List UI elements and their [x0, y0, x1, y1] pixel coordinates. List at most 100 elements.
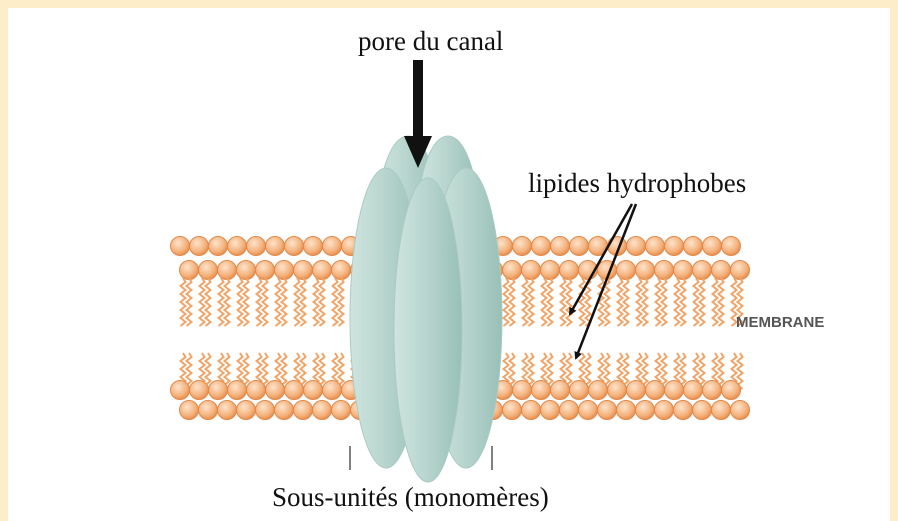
- lipid-tail: [200, 278, 205, 326]
- lipid-tail: [656, 278, 661, 326]
- lipid-head-top: [228, 237, 247, 256]
- lipid-head-top: [560, 261, 579, 280]
- lipid-tail: [339, 278, 344, 326]
- lipid-head-bottom: [513, 381, 532, 400]
- lipid-head-top: [665, 237, 684, 256]
- lipid-head-top: [323, 237, 342, 256]
- lipid-tail: [580, 278, 585, 326]
- lipid-head-top: [522, 261, 541, 280]
- lipid-tail: [561, 278, 566, 326]
- lipid-tail: [181, 278, 186, 326]
- lipid-head-top: [209, 237, 228, 256]
- lipid-tail: [624, 278, 629, 326]
- lipid-tail: [700, 278, 705, 326]
- lipid-head-top: [693, 261, 712, 280]
- lipid-tail: [219, 278, 224, 326]
- lipid-head-bottom: [256, 401, 275, 420]
- lipid-head-bottom: [703, 381, 722, 400]
- lipid-tail: [523, 278, 528, 326]
- lipid-head-top: [731, 261, 750, 280]
- lipid-head-top: [294, 261, 313, 280]
- lipid-head-top: [636, 261, 655, 280]
- subunits-label: Sous-unités (monomères): [272, 482, 549, 513]
- lipid-head-top: [684, 237, 703, 256]
- lipid-head-top: [332, 261, 351, 280]
- lipid-tail: [694, 278, 699, 326]
- lipid-head-bottom: [608, 381, 627, 400]
- lipid-head-bottom: [503, 401, 522, 420]
- lipid-tail: [675, 278, 680, 326]
- channel-protein: [350, 136, 502, 482]
- lipid-head-bottom: [323, 381, 342, 400]
- lipids-label: lipides hydrophobes: [528, 168, 746, 199]
- lipid-head-top: [513, 237, 532, 256]
- lipid-head-bottom: [218, 401, 237, 420]
- lipid-head-top: [275, 261, 294, 280]
- lipid-tail: [333, 278, 338, 326]
- lipid-head-bottom: [180, 401, 199, 420]
- lipid-head-bottom: [332, 401, 351, 420]
- lipid-tail: [662, 278, 667, 326]
- lipid-head-bottom: [627, 381, 646, 400]
- lipid-head-bottom: [209, 381, 228, 400]
- lipid-tail: [263, 278, 268, 326]
- lipid-head-bottom: [589, 381, 608, 400]
- lipid-head-bottom: [171, 381, 190, 400]
- lipid-head-top: [703, 237, 722, 256]
- lipid-head-top: [218, 261, 237, 280]
- lipid-tail: [504, 278, 509, 326]
- lipid-tail: [542, 278, 547, 326]
- lipid-tail: [295, 278, 300, 326]
- lipid-head-bottom: [228, 381, 247, 400]
- lipid-tail: [320, 278, 325, 326]
- lipid-tail: [599, 278, 604, 326]
- lipid-head-top: [190, 237, 209, 256]
- lipid-head-bottom: [532, 381, 551, 400]
- lipid-head-top: [237, 261, 256, 280]
- lipid-tail: [244, 278, 249, 326]
- lipid-head-top: [247, 237, 266, 256]
- lipid-tail: [276, 278, 281, 326]
- lipid-head-top: [532, 237, 551, 256]
- lipid-tail: [510, 278, 515, 326]
- lipid-head-bottom: [275, 401, 294, 420]
- lipid-tail: [637, 278, 642, 326]
- lipid-head-bottom: [560, 401, 579, 420]
- lipid-head-bottom: [541, 401, 560, 420]
- lipid-head-top: [617, 261, 636, 280]
- lipid-head-top: [199, 261, 218, 280]
- lipid-tail: [719, 278, 724, 326]
- lipid-head-top: [171, 237, 190, 256]
- lipid-head-top: [285, 237, 304, 256]
- lipid-head-bottom: [722, 381, 741, 400]
- lipid-head-bottom: [617, 401, 636, 420]
- lipid-tail: [206, 278, 211, 326]
- lipid-tail: [618, 278, 623, 326]
- lipid-head-top: [180, 261, 199, 280]
- lipid-head-bottom: [522, 401, 541, 420]
- lipid-tail: [713, 278, 718, 326]
- lipid-head-top: [313, 261, 332, 280]
- lipid-head-bottom: [579, 401, 598, 420]
- lipid-head-bottom: [190, 381, 209, 400]
- lipid-tail: [225, 278, 230, 326]
- lipid-tail: [643, 278, 648, 326]
- lipid-head-bottom: [598, 401, 617, 420]
- lipid-head-bottom: [237, 401, 256, 420]
- lipid-head-top: [256, 261, 275, 280]
- membrane-label: MEMBRANE: [736, 314, 824, 331]
- lipid-head-bottom: [199, 401, 218, 420]
- lipid-head-bottom: [570, 381, 589, 400]
- lipid-head-bottom: [684, 381, 703, 400]
- lipid-head-top: [266, 237, 285, 256]
- lipid-head-bottom: [712, 401, 731, 420]
- lipid-head-top: [551, 237, 570, 256]
- lipid-tail: [681, 278, 686, 326]
- lipid-tail: [314, 278, 319, 326]
- lipid-head-bottom: [551, 381, 570, 400]
- lipid-head-bottom: [674, 401, 693, 420]
- figure-frame: pore du canal lipides hydrophobes MEMBRA…: [8, 8, 890, 521]
- lipid-tail: [548, 278, 553, 326]
- lipid-tail: [257, 278, 262, 326]
- lipid-head-top: [646, 237, 665, 256]
